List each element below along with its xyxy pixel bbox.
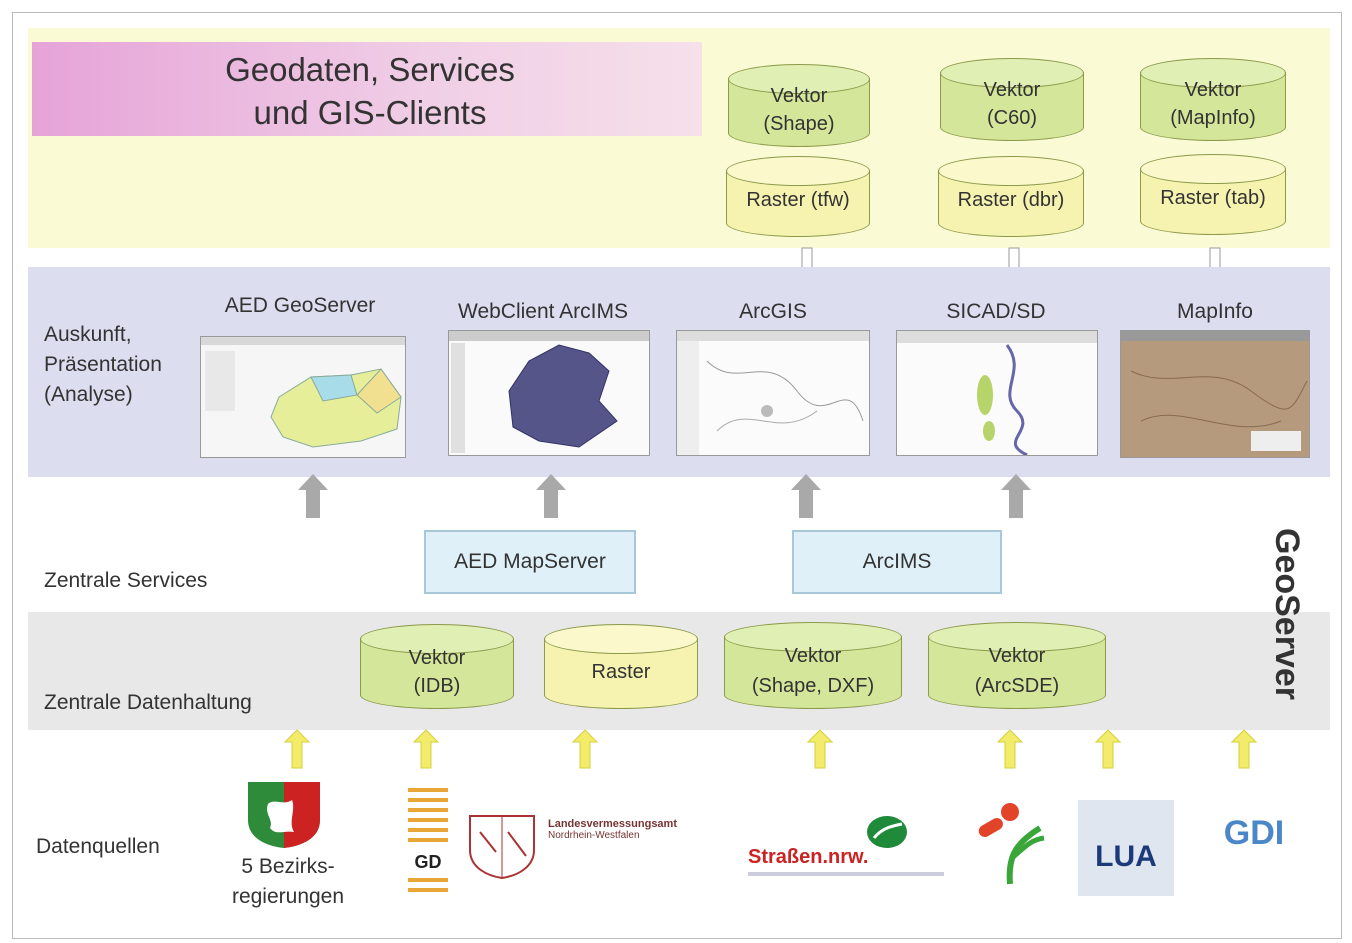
gdi-text: GDI [1223, 814, 1285, 852]
row-label-datenquellen: Datenquellen [36, 835, 160, 858]
central-store-vektor-shape: Vektor (Shape, DXF) [724, 622, 902, 710]
client-raster-store-3-label: Raster (tab) [1160, 187, 1266, 209]
up-arrow-icon [996, 729, 1024, 769]
gd-text: GD [414, 852, 442, 872]
source-landesvermessungsamt: Landesvermessungsamt Nordrhein-Westfalen [548, 818, 738, 842]
strassen-leaf-icon [862, 812, 912, 852]
central-store-vektor-shape-line-2: (Shape, DXF) [751, 675, 875, 697]
strassen-underline [748, 872, 944, 876]
screenshot-webclient-arcims [448, 330, 650, 456]
up-arrow-icon [412, 729, 440, 769]
app-title-aed-geoserver: AED GeoServer [224, 294, 376, 317]
title-banner [32, 42, 702, 136]
source-bezirk-line-1: 5 Bezirks- [241, 855, 335, 878]
client-vector-store-1-line-2: (Shape) [763, 113, 835, 135]
lua-logo: LUA [1078, 800, 1174, 896]
client-vector-store-2: Vektor (C60) [940, 58, 1084, 142]
map-thumbnail [897, 331, 1097, 455]
screenshot-mapinfo [1120, 330, 1310, 458]
central-store-raster-label: Raster [591, 661, 651, 683]
client-vector-store-2-line-1: Vektor [983, 79, 1041, 101]
up-arrow-icon [1094, 729, 1122, 769]
up-arrow-icon [806, 729, 834, 769]
screenshot-arcgis [676, 330, 870, 456]
central-store-vektor-arcsde: Vektor (ArcSDE) [928, 622, 1106, 710]
central-store-vektor-idb-line-1: Vektor [408, 647, 466, 669]
client-vector-store-3: Vektor (MapInfo) [1140, 58, 1286, 142]
gdi-logo: GDI [1210, 804, 1310, 894]
client-vector-store-1: Vektor (Shape) [728, 64, 870, 148]
app-title-sicad: SICAD/SD [946, 300, 1046, 323]
app-title-arcgis: ArcGIS [739, 300, 807, 323]
app-title-mapinfo: MapInfo [1177, 300, 1253, 323]
title-line-1: Geodaten, Services [225, 51, 515, 88]
map-thumbnail [1121, 331, 1309, 451]
source-bezirksregierungen: 5 Bezirks- regierungen [218, 852, 358, 912]
client-vector-store-3-line-1: Vektor [1184, 79, 1242, 101]
client-raster-store-2-label: Raster (dbr) [957, 189, 1065, 211]
screenshot-sicad [896, 330, 1098, 456]
lua-text: LUA [1095, 840, 1157, 873]
row-label-auskunft-line-1: Auskunft, [44, 323, 132, 346]
service-arcims: ArcIMS [792, 530, 1002, 594]
client-raster-store-3: Raster (tab) [1140, 154, 1286, 236]
up-arrow-icon [571, 729, 599, 769]
client-vector-store-3-line-2: (MapInfo) [1170, 107, 1256, 129]
client-raster-store-1: Raster (tfw) [726, 156, 870, 238]
source-strassen-nrw: Straßen.nrw. [748, 846, 869, 868]
central-store-vektor-idb-line-2: (IDB) [413, 675, 461, 697]
up-arrow-icon [1001, 474, 1031, 518]
up-arrow-icon [1230, 729, 1258, 769]
row-label-datenhaltung: Zentrale Datenhaltung [44, 691, 252, 714]
up-arrow-icon [536, 474, 566, 518]
central-store-vektor-arcsde-line-1: Vektor [988, 645, 1046, 667]
plant-logo-icon [970, 798, 1050, 888]
central-store-vektor-idb: Vektor (IDB) [360, 624, 514, 710]
screenshot-aed-geoserver [200, 336, 406, 458]
app-title-webclient-arcims: WebClient ArcIMS [458, 300, 628, 323]
up-arrow-icon [791, 474, 821, 518]
title-line-2: und GIS-Clients [253, 94, 487, 131]
source-bezirk-line-2: regierungen [231, 885, 345, 908]
lv-line-1: Landesvermessungsamt [548, 818, 677, 830]
central-store-vektor-arcsde-line-2: (ArcSDE) [974, 675, 1060, 697]
central-store-raster: Raster [544, 624, 698, 710]
gd-logo: GD [406, 784, 450, 900]
client-vector-store-2-line-2: (C60) [986, 107, 1037, 129]
map-thumbnail [677, 331, 869, 455]
row-label-services: Zentrale Services [44, 569, 208, 592]
diagram-title: Geodaten, Services und GIS-Clients [170, 48, 570, 134]
client-vector-store-1-line-1: Vektor [770, 85, 828, 107]
row-label-auskunft: Auskunft, Präsentation (Analyse) [44, 320, 162, 410]
client-raster-store-1-label: Raster (tfw) [746, 189, 850, 211]
map-thumbnail [201, 337, 405, 448]
lv-line-2: Nordrhein-Westfalen [548, 830, 640, 841]
lvermamt-crest-icon [466, 812, 538, 882]
up-arrow-icon [298, 474, 328, 518]
gd-stripes-icon [408, 788, 448, 892]
central-store-vektor-shape-line-1: Vektor [784, 645, 842, 667]
map-thumbnail [449, 331, 649, 453]
service-aed-mapserver: AED MapServer [424, 530, 636, 594]
nrw-coat-of-arms-icon [244, 780, 324, 850]
client-raster-store-2: Raster (dbr) [938, 156, 1084, 238]
row-label-auskunft-line-3: (Analyse) [44, 383, 133, 406]
up-arrow-icon [283, 729, 311, 769]
row-label-auskunft-line-2: Präsentation [44, 353, 162, 376]
